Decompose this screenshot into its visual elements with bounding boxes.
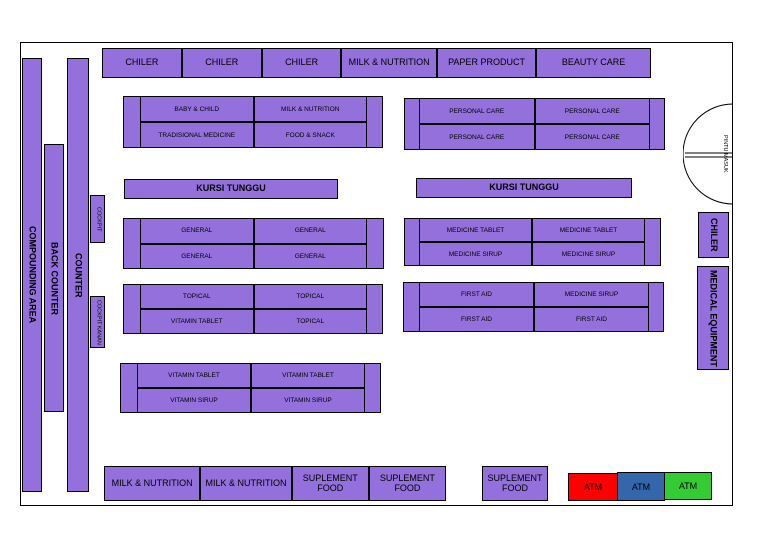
shelf-c-general-2: GENERAL [253,218,367,244]
top-shelf-chiler-1: CHILER [102,48,182,78]
bottom-suplement-2: SUPLEMENT FOOD [368,466,447,501]
shelf-d-medsirup-2: MEDICINE SIRUP [532,242,645,266]
shelf-b-personal-4: PERSONAL CARE [534,124,650,150]
shelf-c-general-3: GENERAL [140,243,254,269]
shelf-b-personal-3: PERSONAL CARE [419,124,535,150]
shelf-a-tradisional: TRADISIONAL MEDICINE [140,122,254,148]
shelf-g-vitsirup-1: VITAMIN SIRUP [137,388,251,413]
shelf-f-medsirup: MEDICINE SIRUP [534,282,649,307]
counter: COUNTER [67,58,89,492]
top-shelf-beauty: BEAUTY CARE [536,48,651,78]
top-shelf-paper: PAPER PRODUCT [436,48,537,78]
shelf-d-medtab-1: MEDICINE TABLET [419,218,532,242]
shelf-a-grid: BABY & CHILD MILK & NUTRITION TRADISIONA… [140,96,367,148]
shelf-c-grid: GENERAL GENERAL GENERAL GENERAL [140,218,367,269]
shelf-d-grid: MEDICINE TABLET MEDICINE TABLET MEDICINE… [419,218,645,266]
shelf-a-food: FOOD & SNACK [253,122,367,148]
compounding-area: COMPOUNDING AREA [22,58,42,492]
shelf-g-vittab-2: VITAMIN TABLET [251,363,365,388]
shelf-e-vittab: VITAMIN TABLET [140,309,254,334]
shelf-f-firstaid-1: FIRST AID [419,282,534,307]
top-shelf-row: CHILER CHILER CHILER MILK & NUTRITION PA… [102,48,651,78]
door-label: PINTU MASUK [722,135,728,173]
atm-green: ATM [664,472,712,500]
shelf-g-vitsirup-2: VITAMIN SIRUP [251,388,365,413]
medical-equipment: MEDICAL EQUIPMENT [697,266,729,370]
cockpit-kanan-box: COCKPIT KANAN [90,296,105,348]
bottom-suplement-single: SUPLEMENT FOOD [482,466,548,501]
shelf-b-grid: PERSONAL CARE PERSONAL CARE PERSONAL CAR… [419,98,650,150]
atm-blue: ATM [617,472,665,501]
kursi-tunggu-left: KURSI TUNGGU [124,179,338,199]
shelf-b-personal-1: PERSONAL CARE [419,98,535,124]
entrance-door [683,103,733,205]
shelf-g-grid: VITAMIN TABLET VITAMIN TABLET VITAMIN SI… [137,363,365,413]
atm-red: ATM [568,473,618,501]
top-shelf-chiler-3: CHILER [261,48,342,78]
shelf-f-firstaid-3: FIRST AID [534,307,649,332]
shelf-d-medsirup-1: MEDICINE SIRUP [419,242,532,266]
bottom-milk-2: MILK & NUTRITION [200,466,292,501]
floor-plan-frame [20,42,733,506]
shelf-a-baby: BABY & CHILD [140,96,254,122]
cockpit-box: COCKPIT [90,195,105,243]
shelf-e-topical-1: TOPICAL [140,284,254,309]
shelf-c-general-4: GENERAL [253,243,367,269]
top-shelf-milk: MILK & NUTRITION [341,48,437,78]
shelf-d-medtab-2: MEDICINE TABLET [532,218,645,242]
kursi-tunggu-right: KURSI TUNGGU [416,178,632,198]
top-shelf-chiler-2: CHILER [181,48,262,78]
shelf-e-topical-3: TOPICAL [253,309,367,334]
shelf-a-milk: MILK & NUTRITION [253,96,367,122]
shelf-e-topical-2: TOPICAL [253,284,367,309]
shelf-f-firstaid-2: FIRST AID [419,307,534,332]
shelf-b-personal-2: PERSONAL CARE [534,98,650,124]
shelf-f-grid: FIRST AID MEDICINE SIRUP FIRST AID FIRST… [419,282,649,332]
bottom-suplement-1: SUPLEMENT FOOD [291,466,369,501]
bottom-milk-1: MILK & NUTRITION [104,466,201,501]
shelf-g-vittab-1: VITAMIN TABLET [137,363,251,388]
back-counter: BACK COUNTER [44,144,64,412]
shelf-e-grid: TOPICAL TOPICAL VITAMIN TABLET TOPICAL [140,284,367,334]
bottom-shelf-row: MILK & NUTRITION MILK & NUTRITION SUPLEM… [104,466,447,501]
right-chiler: CHILER [698,212,729,258]
shelf-c-general-1: GENERAL [140,218,254,244]
